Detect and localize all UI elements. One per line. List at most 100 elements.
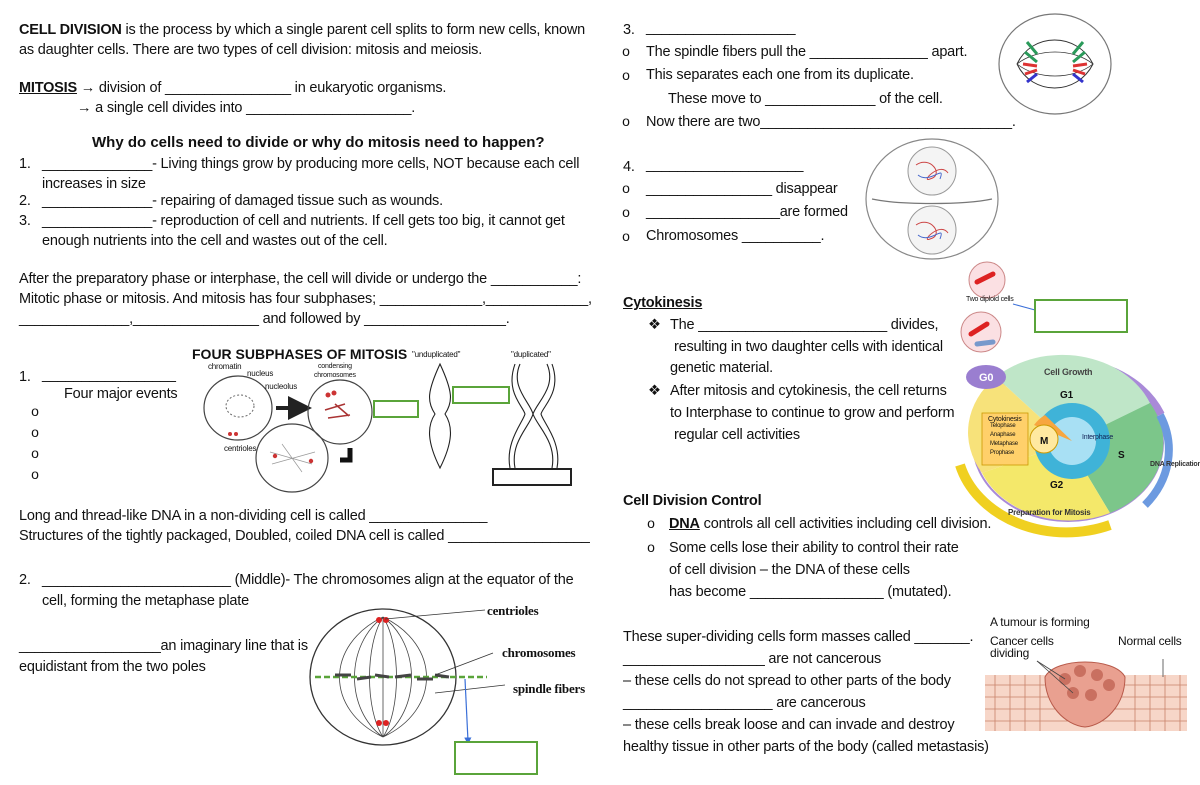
- p3-item-3: Now there are two_______________________…: [646, 114, 1016, 130]
- intro-line-1: CELL DIVISION is the process by which a …: [19, 20, 585, 40]
- label-condensing: condensing: [318, 363, 352, 370]
- reason-1-num: 1.: [19, 156, 31, 172]
- mitosis-line-2: → a single cell divides into ___________…: [77, 100, 416, 116]
- event-bullet-4: o: [31, 466, 39, 482]
- phase-2-num: 2.: [19, 572, 31, 588]
- cycle-prep-label: Preparation for Mitosis: [1008, 508, 1091, 517]
- answer-box-cytokinesis[interactable]: [1034, 299, 1128, 333]
- p3-item-1: The spindle fibers pull the ____________…: [646, 44, 968, 60]
- label-nucleolus: nucleolus: [265, 382, 298, 391]
- p3-bullet-1: o: [622, 43, 630, 59]
- answer-box-chromosome[interactable]: [452, 386, 510, 404]
- p4-bullet-2: o: [622, 204, 630, 220]
- metaphase-diagram: [309, 608, 506, 746]
- control-text-1: controls all cell activities including c…: [699, 516, 992, 532]
- tumour-line-2: __________________ are not cancerous: [623, 651, 882, 667]
- answer-box-duplicated[interactable]: [492, 468, 572, 486]
- control-line-2b: of cell division – the DNA of these cell…: [669, 562, 910, 578]
- reason-1-text: ______________- Living things grow by pr…: [42, 156, 580, 172]
- tumour-line-6: healthy tissue in other parts of the bod…: [623, 739, 989, 755]
- cyto-diamond-1: ❖: [648, 317, 661, 333]
- cyto-2c: regular cell activities: [674, 427, 800, 443]
- cell-division-term: CELL DIVISION: [19, 22, 122, 38]
- p3-bullet-3: o: [622, 113, 630, 129]
- reason-1-cont: increases in size: [42, 176, 146, 192]
- mitosis-def-1: → division of ________________ in eukary…: [76, 80, 447, 96]
- cycle-g0: G0: [979, 372, 994, 384]
- diploid-cells-diagram: [960, 261, 1036, 353]
- phase-4-num: 4.: [623, 159, 635, 175]
- phase-2-cont: cell, forming the metaphase plate: [42, 593, 249, 609]
- label-spindle-fibers: spindle fibers: [513, 681, 585, 696]
- control-bullet-1: o: [647, 515, 655, 531]
- cyto-diamond-2: ❖: [648, 383, 661, 399]
- control-line-2c: has become _________________ (mutated).: [669, 584, 952, 600]
- chromosome-sketches: [429, 362, 559, 470]
- event-bullet-2: o: [31, 424, 39, 440]
- label-chromosomes: chromosomes: [314, 372, 356, 379]
- cycle-g2: G2: [1050, 480, 1063, 491]
- p4-item-2: _________________are formed: [646, 204, 848, 220]
- cycle-m: M: [1040, 436, 1049, 447]
- label-centrioles: centrioles: [224, 444, 257, 453]
- cycle-phase-2: Anaphase: [990, 432, 1016, 438]
- phase-3-blank: ___________________: [646, 20, 796, 36]
- intro-line-2: as daughter cells. There are two types o…: [19, 42, 483, 58]
- prophase-diagram: [203, 375, 373, 493]
- label-nucleus: nucleus: [247, 369, 274, 378]
- reason-3-text: ______________- reproduction of cell and…: [42, 213, 565, 229]
- control-heading: Cell Division Control: [623, 493, 762, 509]
- cycle-dna-label: DNA Replication: [1150, 461, 1200, 468]
- answer-box-prophase[interactable]: [373, 400, 419, 418]
- mitosis-term: MITOSIS: [19, 80, 77, 96]
- cycle-interphase: Interphase: [1082, 434, 1114, 441]
- cycle-cytokinesis: Cytokinesis: [988, 416, 1022, 423]
- cyto-2a: After mitosis and cytokinesis, the cell …: [670, 383, 947, 399]
- after-line-1: After the preparatory phase or interphas…: [19, 271, 582, 287]
- telophase-diagram: [865, 138, 999, 260]
- imaginary-line-2: equidistant from the two poles: [19, 659, 206, 675]
- cyto-1b: resulting in two daughter cells with ide…: [674, 339, 943, 355]
- p4-item-1: ________________ disappear: [646, 181, 838, 197]
- label-centrioles-meta: centrioles: [487, 603, 539, 618]
- tumour-fig-normal: Normal cells: [1118, 634, 1182, 648]
- label-chromosomes-meta: chromosomes: [502, 645, 576, 660]
- imaginary-line-1: __________________an imaginary line that…: [19, 638, 308, 654]
- control-bullet-2: o: [647, 539, 655, 555]
- phase-2-text: ________________________ (Middle)- The c…: [42, 572, 574, 588]
- cycle-growth-label: Cell Growth: [1044, 367, 1093, 377]
- event-bullet-3: o: [31, 445, 39, 461]
- after-line-3: ______________,________________ and foll…: [19, 311, 510, 327]
- p3-item-2: This separates each one from its duplica…: [646, 67, 914, 83]
- four-events-label: Four major events: [64, 386, 178, 402]
- label-unduplicated: "unduplicated": [412, 350, 461, 359]
- four-subphases-heading: FOUR SUBPHASES OF MITOSIS: [192, 346, 408, 362]
- event-bullet-1: o: [31, 403, 39, 419]
- mitosis-line-1: MITOSIS → division of ________________ i…: [19, 78, 446, 98]
- cycle-s: S: [1118, 450, 1125, 461]
- p3-moves: These move to ______________ of the cell…: [668, 91, 943, 107]
- phase-1-blank: _________________: [42, 367, 176, 383]
- reason-2-text: ______________- repairing of damaged tis…: [42, 193, 443, 209]
- anaphase-diagram: [998, 13, 1112, 115]
- p4-bullet-1: o: [622, 180, 630, 196]
- control-line-2a: Some cells lose their ability to control…: [669, 540, 959, 556]
- tumour-line-5: – these cells break loose and can invade…: [623, 717, 955, 733]
- label-chromatin: chromatin: [208, 362, 242, 371]
- phase-1-num: 1.: [19, 369, 31, 385]
- cyto-1c: genetic material.: [670, 360, 773, 376]
- tumour-line-1: These super-dividing cells form masses c…: [623, 629, 974, 645]
- tumour-fig-cancer: Cancer cells: [990, 634, 1054, 648]
- why-heading: Why do cells need to divide or why do mi…: [92, 134, 545, 151]
- answer-box-metaphase[interactable]: [454, 741, 538, 775]
- reason-2-num: 2.: [19, 193, 31, 209]
- after-line-2: Mitotic phase or mitosis. And mitosis ha…: [19, 291, 592, 307]
- phase-3-num: 3.: [623, 22, 635, 38]
- cyto-2b: to Interphase to continue to grow and pe…: [670, 405, 955, 421]
- label-duplicated: "duplicated": [511, 350, 551, 359]
- p4-item-3: Chromosomes __________.: [646, 228, 825, 244]
- cycle-phase-4: Prophase: [990, 450, 1015, 456]
- phase-4-blank: ____________________: [646, 157, 804, 173]
- cyto-1a: The ________________________ divides,: [670, 317, 939, 333]
- p4-bullet-3: o: [622, 228, 630, 244]
